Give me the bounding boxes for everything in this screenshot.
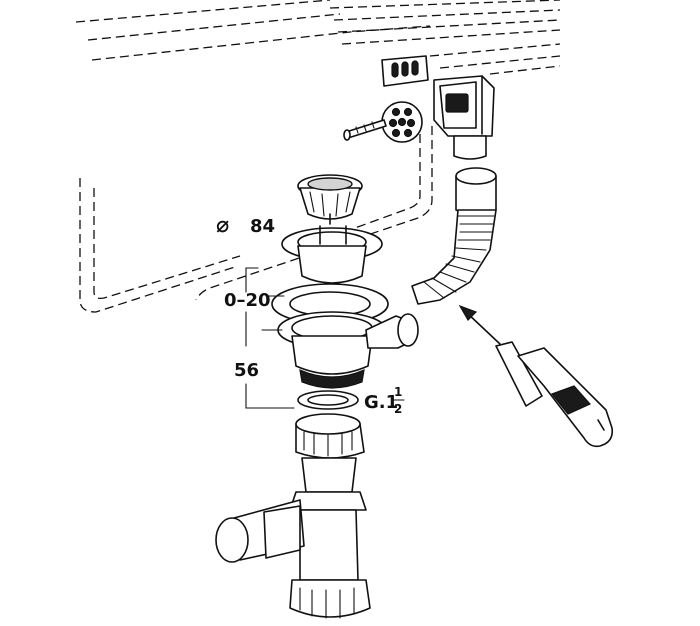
overflow-housing [433,75,495,160]
utility-knife-icon [495,341,614,448]
drain-body [277,311,419,389]
overflow-hose [411,167,497,305]
height-label: 56 [234,360,259,381]
diameter-label: 84 [250,216,275,237]
thread-fraction-denominator: 2 [394,402,402,416]
direction-arrow [458,304,501,345]
sink-flange [281,225,383,284]
bottle-trap [215,413,371,619]
diameter-symbol: ⌀ [216,213,229,238]
thread-label: G.1 [364,392,398,413]
drainboard-grooves [329,0,561,75]
sink-outline [75,0,433,313]
dimension-lines [245,267,295,409]
overflow-grid [381,101,423,143]
adjust-range-label: 0–20 [224,290,271,311]
strainer-basket [297,174,363,225]
thread-fraction-numerator: 1 [394,385,402,399]
overflow-screw [343,119,387,141]
overflow-plate [381,55,429,87]
washer [297,390,359,410]
